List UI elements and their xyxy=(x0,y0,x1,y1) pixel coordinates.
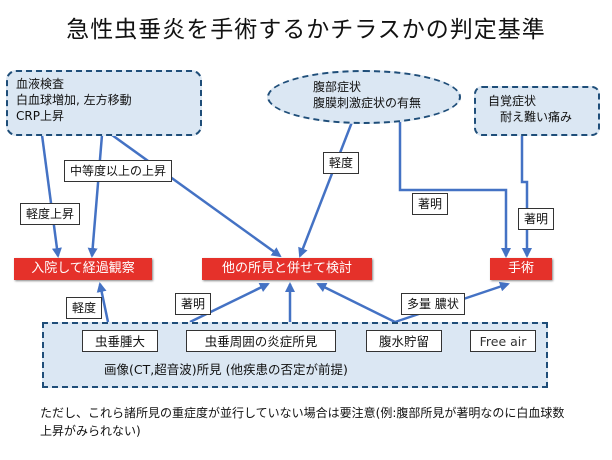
arrow-blood-to-combine xyxy=(111,133,282,258)
subjective-symptoms-box: 自覚症状 耐え難い痛み xyxy=(474,86,600,136)
arrow-imaging-to-observe xyxy=(96,282,110,323)
abdominal-line1: 腹膜刺激症状の有無 xyxy=(313,96,422,110)
label-marked-subjective: 著明 xyxy=(518,208,555,230)
blood-test-heading: 血液検査 xyxy=(16,77,65,91)
label-moderate-or-more: 中等度以上の上昇 xyxy=(64,160,173,182)
finding-appendix-swelling: 虫垂腫大 xyxy=(82,330,158,352)
finding-ascites: 腹水貯留 xyxy=(366,330,442,352)
label-marked-imaging: 著明 xyxy=(175,293,212,315)
arrow-abdominal-to-combine xyxy=(298,121,354,258)
label-mild-rise: 軽度上昇 xyxy=(20,203,81,225)
arrow-imaging-to-combine xyxy=(189,282,270,324)
arrow-blood-to-observe-moderate xyxy=(87,134,104,258)
abdominal-symptoms-ellipse: 腹部症状 腹膜刺激症状の有無 xyxy=(267,70,461,124)
arrow-imaging-to-combine-3 xyxy=(316,282,396,324)
blood-test-box: 血液検査 白血球増加, 左方移動 CRP上昇 xyxy=(6,70,202,136)
subjective-line1: 耐え難い痛み xyxy=(500,110,573,124)
label-mild-imaging: 軽度 xyxy=(66,297,103,319)
label-marked-abdominal: 著明 xyxy=(412,193,449,215)
finding-free-air: Free air xyxy=(470,330,536,352)
blood-test-line1: 白血球増加, 左方移動 xyxy=(16,93,132,107)
page-title: 急性虫垂炎を手術するかチラスかの判定基準 xyxy=(66,17,546,43)
blood-test-line2: CRP上昇 xyxy=(16,109,64,123)
arrow-subjective-to-surgery xyxy=(520,135,532,258)
arrow-blood-to-observe xyxy=(40,134,62,258)
label-large-pus: 多量 膿状 xyxy=(401,293,465,315)
label-mild-abdominal: 軽度 xyxy=(323,152,360,174)
outcome-surgery: 手術 xyxy=(490,258,552,280)
finding-periappendiceal-inflammation: 虫垂周囲の炎症所見 xyxy=(186,330,336,352)
outcome-observe: 入院して経過観察 xyxy=(14,258,152,280)
caution-note: ただし、これら諸所見の重症度が並行していない場合は要注意(例:腹部所見が著明なの… xyxy=(40,406,565,438)
abdominal-heading: 腹部症状 xyxy=(313,80,362,94)
subjective-heading: 自覚症状 xyxy=(488,94,537,108)
outcome-combine: 他の所見と併せて検討 xyxy=(202,258,372,280)
arrow-abdominal-to-surgery xyxy=(398,122,511,258)
imaging-caption: 画像(CT,超音波)所見 (他疾患の否定が前提) xyxy=(104,362,348,377)
